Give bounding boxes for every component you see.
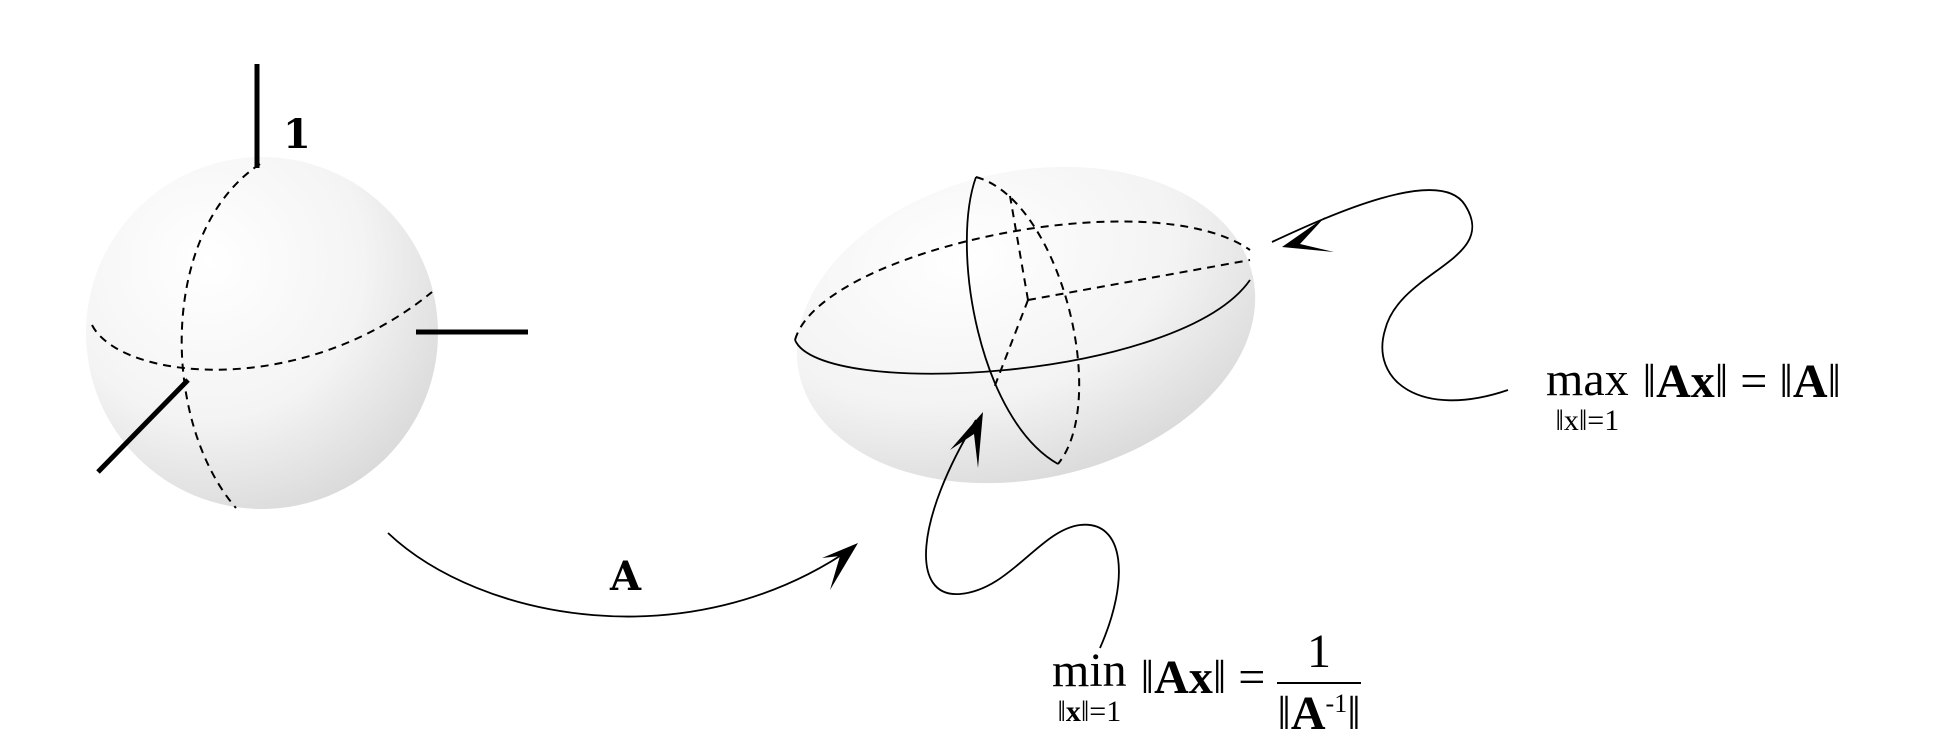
- min-fraction-denominator: ‖A-1‖: [1277, 687, 1361, 740]
- ellipsoid-axis-major: [1027, 259, 1251, 301]
- min-pointer: [925, 412, 1120, 649]
- ellipsoid-axis-minor: [993, 299, 1029, 389]
- min-operator: min: [1052, 644, 1127, 697]
- max-rhs-close: ‖: [1827, 355, 1841, 408]
- sphere-equator: [91, 291, 433, 371]
- mapping-arrow-head: [822, 543, 858, 590]
- min-pointer-curve: [925, 419, 1120, 649]
- min-pointer-head: [950, 412, 983, 468]
- ellipsoid: [794, 166, 1256, 484]
- sphere-meridian: [180, 163, 261, 509]
- min-equals: ‖ =: [1212, 651, 1266, 704]
- max-pointer-head: [1282, 217, 1334, 252]
- max-operator: max: [1546, 353, 1629, 406]
- map-label: A: [609, 553, 642, 600]
- min-subscript: ‖x‖=1: [1057, 695, 1122, 728]
- max-operator-block: max ‖x‖=1: [1546, 356, 1629, 436]
- min-fraction-numerator: 1: [1277, 628, 1361, 684]
- unit-sphere: [86, 64, 528, 509]
- max-pointer: [1271, 189, 1509, 402]
- min-lhs-var: Ax: [1154, 651, 1213, 704]
- ellipsoid-vertical-front: [966, 176, 1059, 465]
- mapping-arrow: [387, 532, 858, 618]
- max-expression: ‖Ax‖ = ‖A‖: [1643, 356, 1841, 406]
- max-lhs-var: Ax: [1656, 355, 1715, 408]
- ellipsoid-surface: [796, 166, 1256, 484]
- axis-length-label: 1: [283, 111, 311, 158]
- min-expression: ‖Ax‖ =: [1141, 654, 1266, 702]
- min-lhs-open: ‖: [1140, 651, 1155, 704]
- max-lhs-open: ‖: [1642, 355, 1657, 408]
- max-norm-formula: max ‖x‖=1 ‖Ax‖ = ‖A‖: [1546, 356, 1841, 436]
- max-pointer-curve: [1271, 189, 1509, 402]
- ellipsoid-section-back: [794, 220, 1251, 341]
- max-equals: ‖ = ‖: [1714, 355, 1793, 408]
- sphere-axis-diagonal: [96, 378, 190, 474]
- min-norm-formula: min ‖x‖=1 ‖Ax‖ = 1 ‖A-1‖: [1052, 628, 1361, 738]
- min-operator-block: min ‖x‖=1: [1052, 647, 1127, 727]
- min-fraction: 1 ‖A-1‖: [1277, 628, 1361, 740]
- ellipsoid-axis-upper: [1009, 195, 1029, 301]
- max-subscript: ‖x‖=1: [1555, 404, 1620, 437]
- mapping-arrow-curve: [387, 532, 853, 618]
- sphere-surface: [86, 157, 438, 509]
- max-rhs-var: A: [1792, 355, 1828, 408]
- ellipsoid-section-front: [794, 279, 1251, 375]
